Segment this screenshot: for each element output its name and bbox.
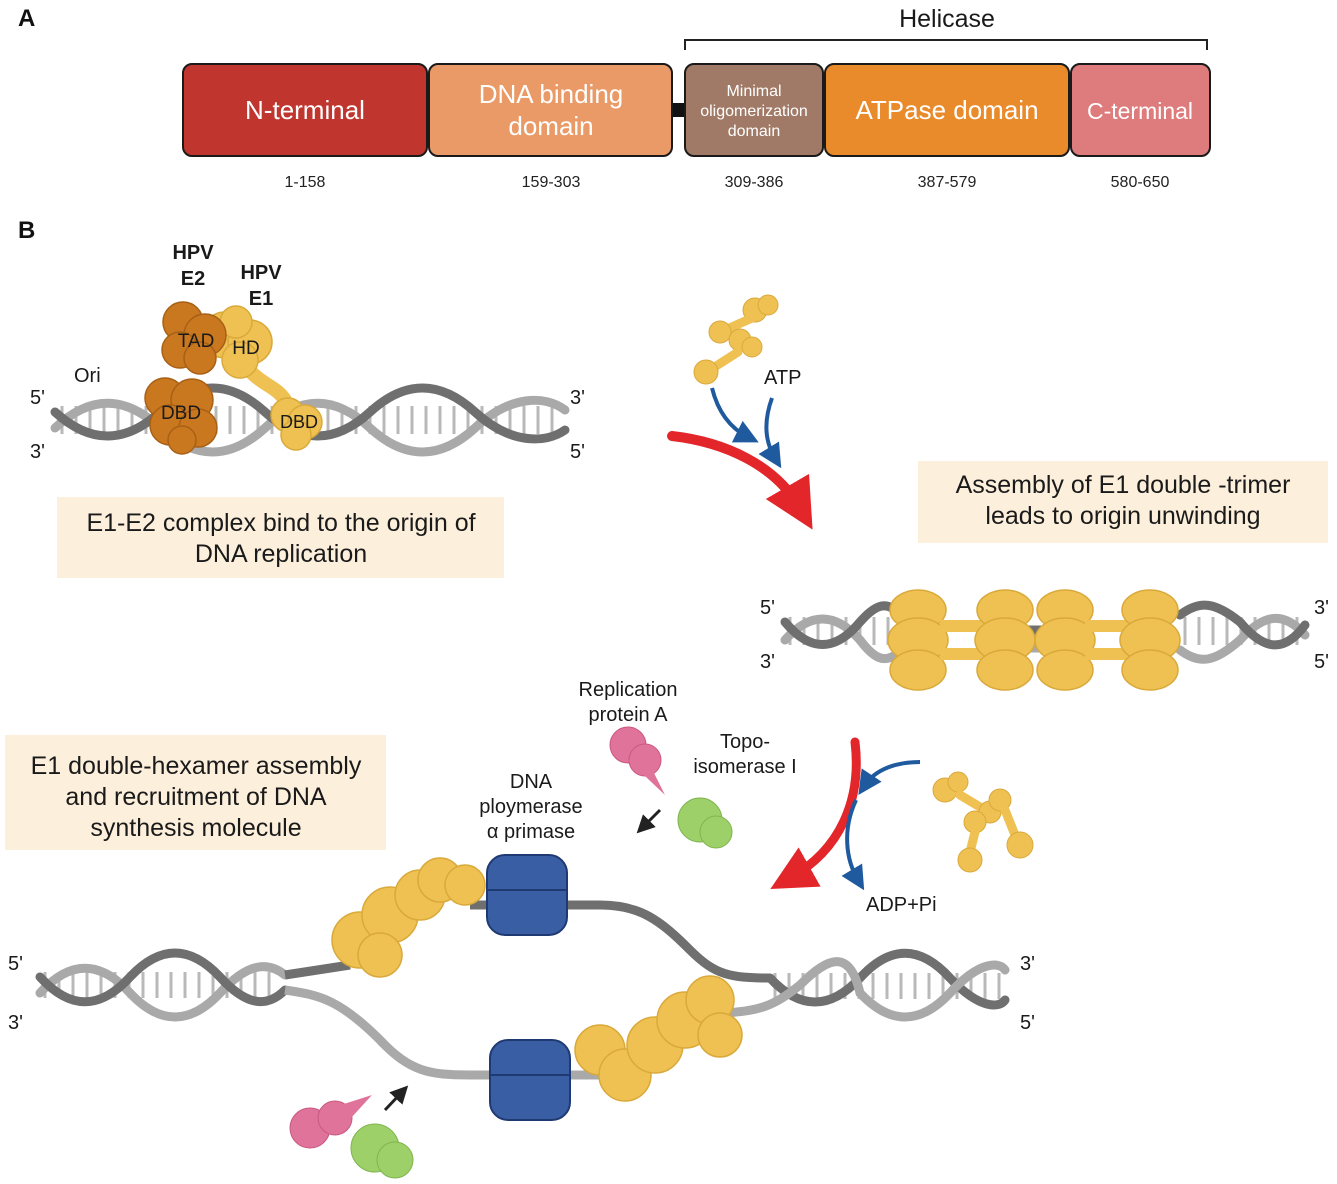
e1-trimer-right (1034, 589, 1181, 691)
helicase-bracket (684, 39, 1208, 50)
caption-step2: Assembly of E1 double -trimer leads to o… (918, 461, 1328, 543)
step3-five-prime-right: 5' (1020, 1012, 1035, 1034)
range-n-terminal: 1-158 (285, 174, 326, 191)
domain-dna-binding: DNA binding domain (428, 63, 673, 157)
adp-out-arrow (841, 799, 865, 891)
domain-atpase-label: ATPase domain (855, 95, 1038, 125)
e1-trimer-left (887, 589, 1036, 691)
step1-three-prime-right: 3' (570, 387, 585, 409)
polymerase-upper (486, 854, 568, 936)
black-arrow-top (636, 808, 662, 834)
e1-monomer (693, 328, 763, 385)
caption-step3: E1 double-hexamer assembly and recruitme… (5, 735, 386, 850)
domain-c-terminal-label: C-terminal (1087, 98, 1193, 124)
caption-step3-line2: and recruitment of DNA (65, 783, 327, 811)
e1-double-trimer (887, 589, 1181, 691)
caption-step1: E1-E2 complex bind to the origin of DNA … (57, 497, 504, 578)
domain-n-terminal: N-terminal (182, 63, 428, 157)
atp-arrow-1 (710, 387, 759, 443)
red-arrow-1 (667, 431, 813, 530)
domain-oligo-label-2: oligomerization (700, 103, 808, 120)
domain-oligo-label-3: domain (728, 123, 780, 140)
rpa-protein-top (609, 726, 665, 795)
adp-label: ADP+Pi (866, 894, 937, 916)
domain-minimal-oligomerization: Minimal oligomerization domain (684, 63, 824, 157)
caption-step3-line1: E1 double-hexamer assembly (31, 752, 362, 780)
e1-dbd-label: DBD (280, 412, 318, 432)
atp-label: ATP (764, 367, 801, 389)
rpa-protein-bottom (289, 1095, 372, 1149)
panel-b-label: B (18, 217, 35, 244)
step3-three-prime-right: 3' (1020, 953, 1035, 975)
domain-n-terminal-label: N-terminal (245, 95, 365, 125)
polymerase-lower (489, 1039, 571, 1121)
pol-label-1: DNA (510, 771, 553, 793)
dna-fork (35, 900, 1010, 1080)
domain-dna-binding-label-2: domain (508, 111, 593, 141)
step1-five-prime-right: 5' (570, 441, 585, 463)
tad-label: TAD (178, 331, 215, 352)
domain-oligo-label-1: Minimal (726, 83, 781, 100)
range-oligomerization: 309-386 (725, 174, 784, 191)
panel-a-label: A (18, 5, 35, 32)
hpv-e2-label-2: E2 (181, 268, 205, 290)
topo-label-1: Topo- (720, 731, 770, 753)
domain-dna-binding-label-1: DNA binding (479, 79, 624, 109)
step3-three-prime: 3' (8, 1012, 23, 1034)
caption-step1-line2: DNA replication (195, 540, 367, 568)
e2-protein (144, 301, 227, 455)
step2-three-prime: 3' (760, 651, 775, 673)
e2-tad-blob (161, 301, 227, 375)
e1-dbd-blob (270, 397, 323, 451)
e1-double-hexamer-lower (574, 975, 743, 1102)
black-arrow-bottom (383, 1085, 409, 1112)
e1-monomers-atp (693, 294, 779, 385)
range-dna-binding: 159-303 (522, 174, 581, 191)
topo-label-2: isomerase I (693, 756, 796, 778)
rpa-label-1: Replication (579, 679, 678, 701)
step3-five-prime: 5' (8, 953, 23, 975)
topoisomerase-protein-top (677, 797, 733, 849)
step1-five-prime: 5' (30, 387, 45, 409)
step1-three-prime: 3' (30, 441, 45, 463)
step2-five-prime-right: 5' (1314, 651, 1329, 673)
domain-linker (670, 103, 688, 117)
e1-double-hexamer-upper (331, 857, 486, 978)
hpv-e2-label-1: HPV (172, 242, 214, 264)
monomer-in-arrow (858, 760, 921, 795)
step2-three-prime-right: 3' (1314, 597, 1329, 619)
topoisomerase-protein-bottom (350, 1123, 414, 1179)
caption-step3-line3: synthesis molecule (90, 814, 301, 842)
pol-label-3: α primase (487, 821, 575, 843)
domain-c-terminal: C-terminal (1070, 63, 1211, 157)
e2-dbd-blob (144, 377, 218, 455)
e1-monomer (988, 788, 1034, 859)
red-arrow-2 (770, 737, 861, 890)
hpv-e1-label-1: HPV (240, 262, 282, 284)
hd-label: HD (232, 338, 259, 359)
atp-arrow-2 (758, 397, 782, 469)
hpv-e1-label-2: E1 (249, 288, 273, 310)
helicase-label: Helicase (899, 5, 995, 33)
e2-dbd-label: DBD (161, 403, 201, 424)
ori-label: Ori (74, 365, 101, 387)
range-atpase: 387-579 (918, 174, 977, 191)
e1-monomer (957, 810, 987, 873)
caption-step1-line1: E1-E2 complex bind to the origin of (86, 509, 475, 537)
e1-monomer (708, 294, 779, 344)
e1-monomers-step3 (932, 771, 1034, 873)
step2-five-prime: 5' (760, 597, 775, 619)
domain-atpase: ATPase domain (824, 63, 1070, 157)
range-c-terminal: 580-650 (1111, 174, 1170, 191)
rpa-label-2: protein A (589, 704, 669, 726)
caption-step2-line1: Assembly of E1 double -trimer (956, 471, 1291, 499)
pol-label-2: ploymerase (479, 796, 582, 818)
caption-step2-line2: leads to origin unwinding (985, 502, 1260, 530)
